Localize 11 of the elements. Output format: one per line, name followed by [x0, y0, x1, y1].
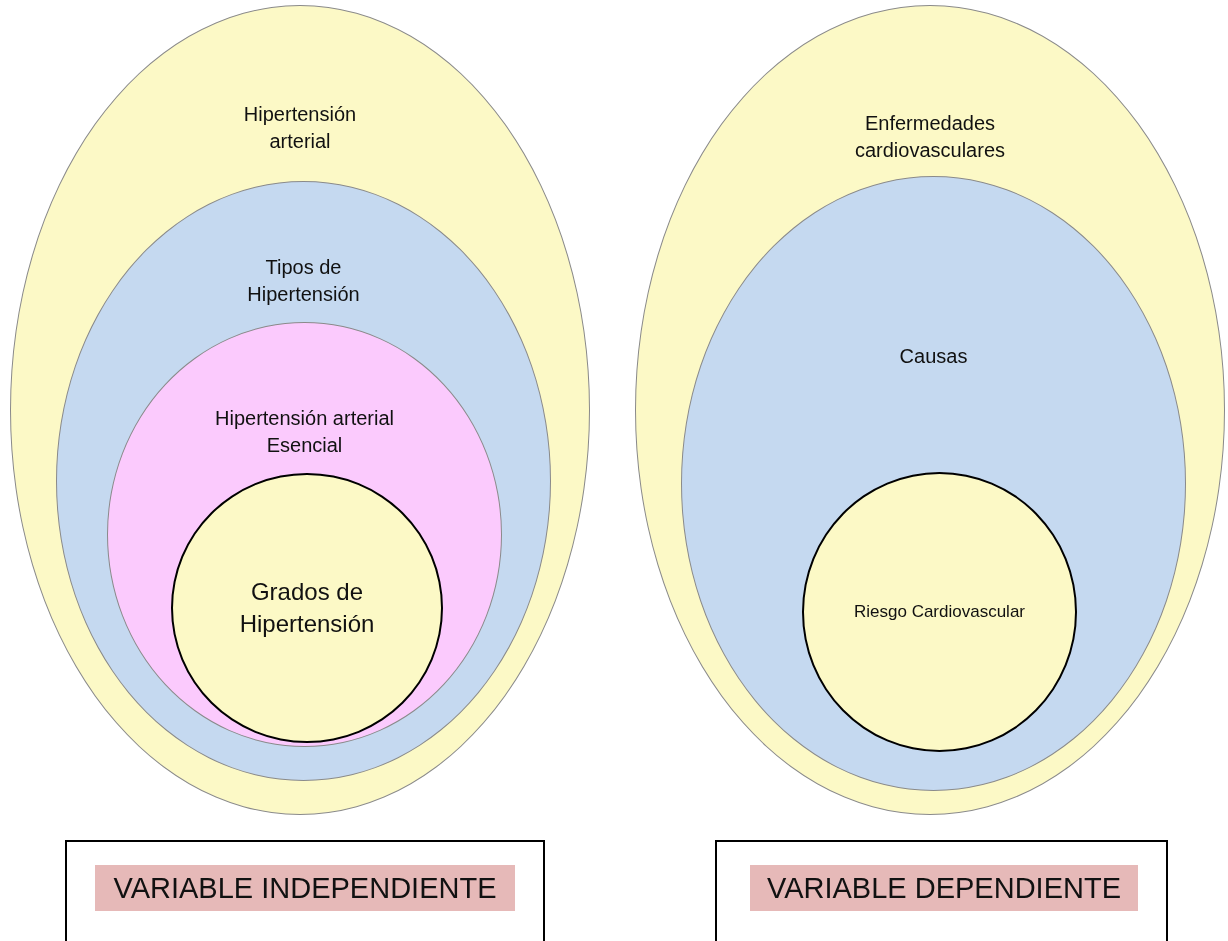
region-label: Enfermedades cardiovasculares	[853, 111, 1007, 163]
region-label: Hipertensión arterial	[242, 102, 358, 154]
variable-label: VARIABLE INDEPENDIENTE	[95, 865, 515, 911]
label-frame	[65, 840, 545, 941]
region-label: Riesgo Cardiovascular	[853, 600, 1026, 623]
region-label: Grados de Hipertensión	[238, 576, 376, 639]
label-frame	[715, 840, 1168, 941]
region-label: Hipertensión arterial Esencial	[214, 406, 395, 458]
region-label: Causas	[898, 344, 969, 369]
region-label: Tipos de Hipertensión	[246, 255, 361, 307]
variable-label: VARIABLE DEPENDIENTE	[750, 865, 1138, 911]
